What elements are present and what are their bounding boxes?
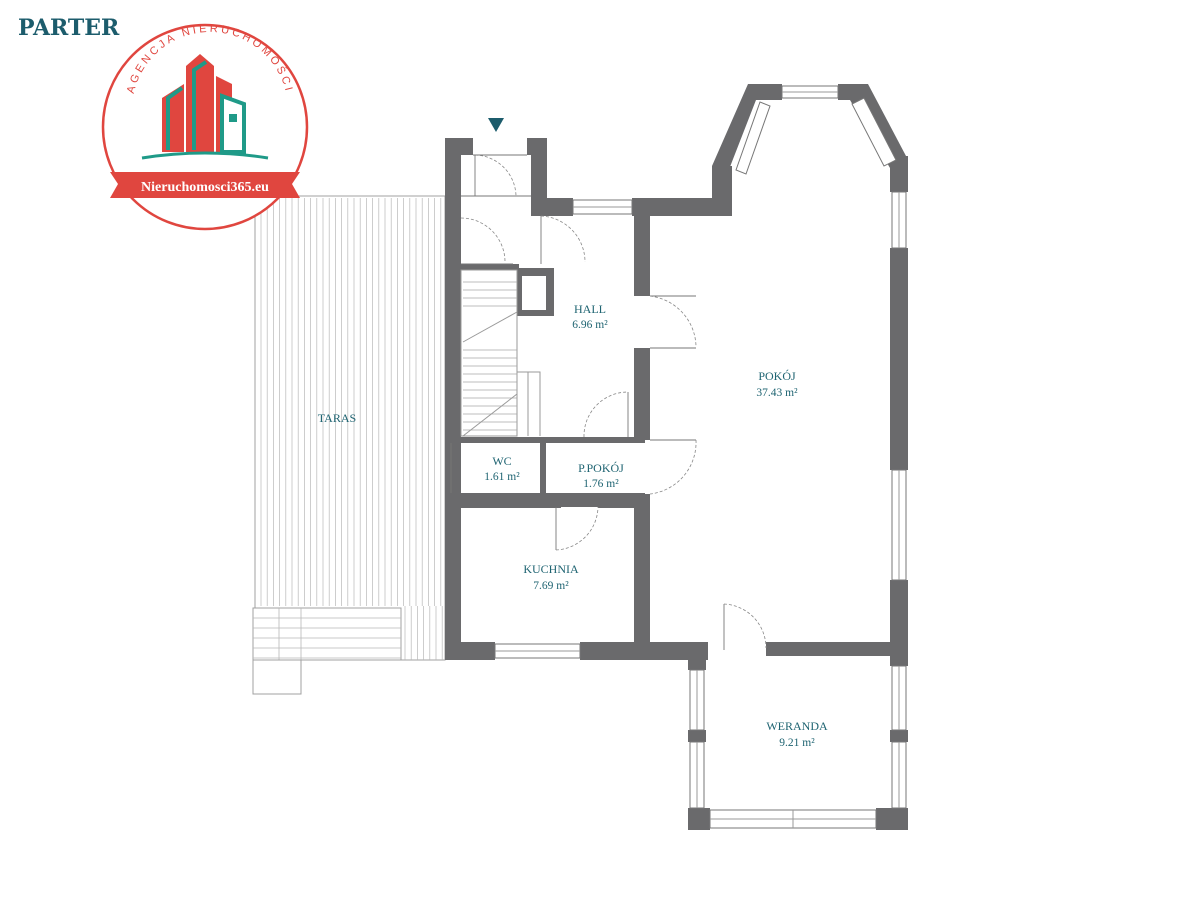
room-name-hall: HALL [574,302,606,316]
room-name-ppokoj: P.POKÓJ [578,461,624,475]
doors [450,154,767,650]
room-area-hall: 6.96 m² [572,319,608,331]
room-area-ppokoj: 1.76 m² [583,478,619,490]
room-area-pokoj: 37.43 m² [756,387,798,399]
walls [445,84,908,830]
windows [494,85,907,829]
room-area-weranda: 9.21 m² [779,737,815,749]
room-name-kuchnia: KUCHNIA [523,562,579,576]
room-area-kuchnia: 7.69 m² [533,580,569,592]
room-name-taras: TARAS [318,411,356,425]
agency-logo: AGENCJA NIERUCHOMOŚCI Nieruchomosci365.e… [101,23,309,231]
entrance-marker-icon [488,118,504,132]
terrace [252,195,446,695]
room-name-weranda: WERANDA [766,719,828,733]
logo-banner-text: Nieruchomosci365.eu [141,180,269,195]
room-name-pokoj: POKÓJ [758,369,796,383]
logo-buildings-icon [141,54,269,160]
staircase [460,269,541,437]
room-area-wc: 1.61 m² [484,471,520,483]
terrace-deck-boards [260,198,443,660]
page-title: PARTER [18,15,120,41]
room-name-wc: WC [492,454,511,468]
logo-banner [110,172,300,198]
